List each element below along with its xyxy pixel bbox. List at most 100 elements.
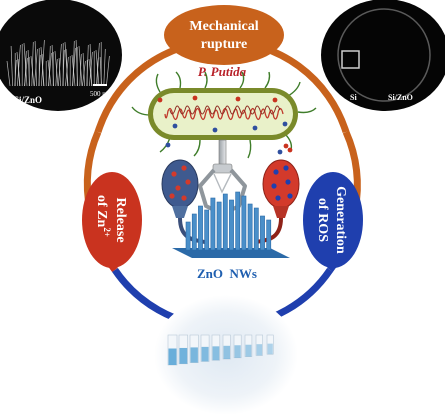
ion-sac-right-ions bbox=[271, 165, 293, 201]
sem-wire bbox=[23, 42, 28, 87]
beaker-liquid bbox=[256, 344, 263, 356]
beaker-liquid bbox=[212, 346, 220, 361]
nanowire-substrate bbox=[172, 248, 290, 258]
ros-dot bbox=[273, 169, 279, 175]
zn-ion-dot bbox=[169, 193, 175, 199]
ion-dot bbox=[287, 147, 293, 153]
zn-ion-dot bbox=[181, 195, 187, 201]
ros-line2: of ROS bbox=[315, 198, 330, 242]
ion-sac-left bbox=[161, 159, 206, 244]
bacterium-flagella bbox=[131, 71, 317, 159]
sem-wire bbox=[14, 59, 17, 87]
flagellum bbox=[287, 81, 301, 97]
sem-wire bbox=[103, 48, 106, 87]
nanowire-pillar bbox=[204, 209, 210, 251]
dish-label-si: Si bbox=[350, 93, 357, 102]
nanowire-pillar bbox=[247, 203, 253, 251]
sem-wire bbox=[96, 42, 100, 87]
release-zn-badge: Release of Zn2+ bbox=[82, 172, 142, 268]
beaker-liquid bbox=[201, 346, 209, 362]
bacteria-name: P. Putida bbox=[198, 64, 247, 79]
mechanical-rupture-line1: Mechanical bbox=[189, 19, 258, 34]
sem-wire bbox=[65, 48, 68, 87]
sem-wire bbox=[89, 43, 92, 87]
sem-wire bbox=[34, 40, 37, 87]
gripper-hub bbox=[212, 163, 233, 174]
flagellum bbox=[204, 71, 208, 89]
ros-dot bbox=[271, 183, 277, 189]
ion-dot bbox=[212, 127, 218, 133]
ros-dot bbox=[283, 165, 289, 171]
ion-dot bbox=[252, 125, 258, 131]
flagellum bbox=[247, 139, 252, 159]
beaker-glass bbox=[266, 334, 274, 355]
bacterium-ions bbox=[157, 95, 293, 155]
zn-ion-dot bbox=[181, 165, 187, 171]
nanowire-pillar bbox=[266, 219, 272, 251]
nanowire-pillar bbox=[191, 213, 197, 251]
sem-wire bbox=[62, 49, 65, 87]
nanowire-pillar bbox=[222, 193, 228, 251]
sem-wire bbox=[54, 50, 59, 87]
nanowire-pillar bbox=[241, 195, 247, 251]
zn-ion-dot bbox=[185, 179, 191, 185]
sem-wire bbox=[86, 44, 89, 87]
ion-sac-left-ions bbox=[169, 165, 191, 201]
sem-wire bbox=[72, 47, 76, 87]
flagellum bbox=[175, 71, 182, 89]
release-zn-line2: of Zn2+ bbox=[94, 195, 112, 237]
ion-sac-right-body bbox=[262, 159, 300, 209]
sem-wire bbox=[71, 54, 76, 87]
petri-dish-rim bbox=[337, 8, 431, 102]
beaker-liquid bbox=[267, 343, 273, 355]
ion-sac-right-neck bbox=[273, 206, 289, 218]
release-zn-prefix: of Zn bbox=[94, 195, 109, 228]
release-zn-charge: 2+ bbox=[102, 227, 112, 237]
ion-dot bbox=[172, 123, 178, 129]
flagellum bbox=[131, 106, 151, 116]
sem-scale-label: 500 nm bbox=[90, 90, 112, 98]
release-zn-ellipse bbox=[82, 172, 142, 268]
ros-dot bbox=[275, 195, 281, 201]
beaker-liquid bbox=[223, 345, 230, 359]
sem-sample-label: Si/ZnO bbox=[14, 95, 42, 105]
ion-dot bbox=[282, 121, 288, 127]
ros-ellipse bbox=[303, 172, 363, 268]
ion-dot bbox=[235, 96, 241, 102]
nanowire-pillar bbox=[260, 215, 265, 251]
nanowire-pillar bbox=[235, 191, 241, 251]
ros-dot bbox=[285, 179, 291, 185]
sem-wire bbox=[48, 52, 52, 87]
ion-dot bbox=[192, 95, 198, 101]
sem-wire bbox=[58, 43, 62, 87]
sem-wire bbox=[41, 39, 45, 87]
sem-wire bbox=[17, 44, 21, 87]
beaker-liquid bbox=[179, 347, 188, 364]
sem-wire bbox=[38, 54, 41, 87]
beaker-liquid bbox=[168, 348, 177, 365]
gripper-arm-left bbox=[198, 168, 216, 212]
ion-sac-right bbox=[255, 159, 300, 244]
ion-dot bbox=[272, 97, 278, 103]
ion-dot bbox=[283, 143, 289, 149]
sem-nanowire-texture bbox=[6, 39, 110, 87]
sem-wire bbox=[6, 60, 11, 87]
dish-label-sizno: Si/ZnO bbox=[388, 93, 413, 102]
release-zn-line1: Release bbox=[113, 197, 128, 242]
sem-wire bbox=[82, 52, 85, 87]
nanowire-pillar bbox=[198, 205, 203, 251]
nanowire-pillar bbox=[185, 221, 191, 251]
sem-wire bbox=[41, 53, 44, 87]
sem-wire bbox=[95, 49, 100, 87]
ion-dot bbox=[277, 149, 283, 155]
ros-line1: Generation bbox=[333, 186, 348, 254]
flagellum bbox=[155, 73, 161, 93]
si-sample-square bbox=[341, 50, 360, 69]
bacterium-dna bbox=[164, 105, 284, 121]
flagellum bbox=[297, 107, 317, 114]
zn-ion-dot bbox=[171, 171, 177, 177]
sem-wire bbox=[58, 57, 61, 87]
flagellum bbox=[264, 71, 271, 89]
